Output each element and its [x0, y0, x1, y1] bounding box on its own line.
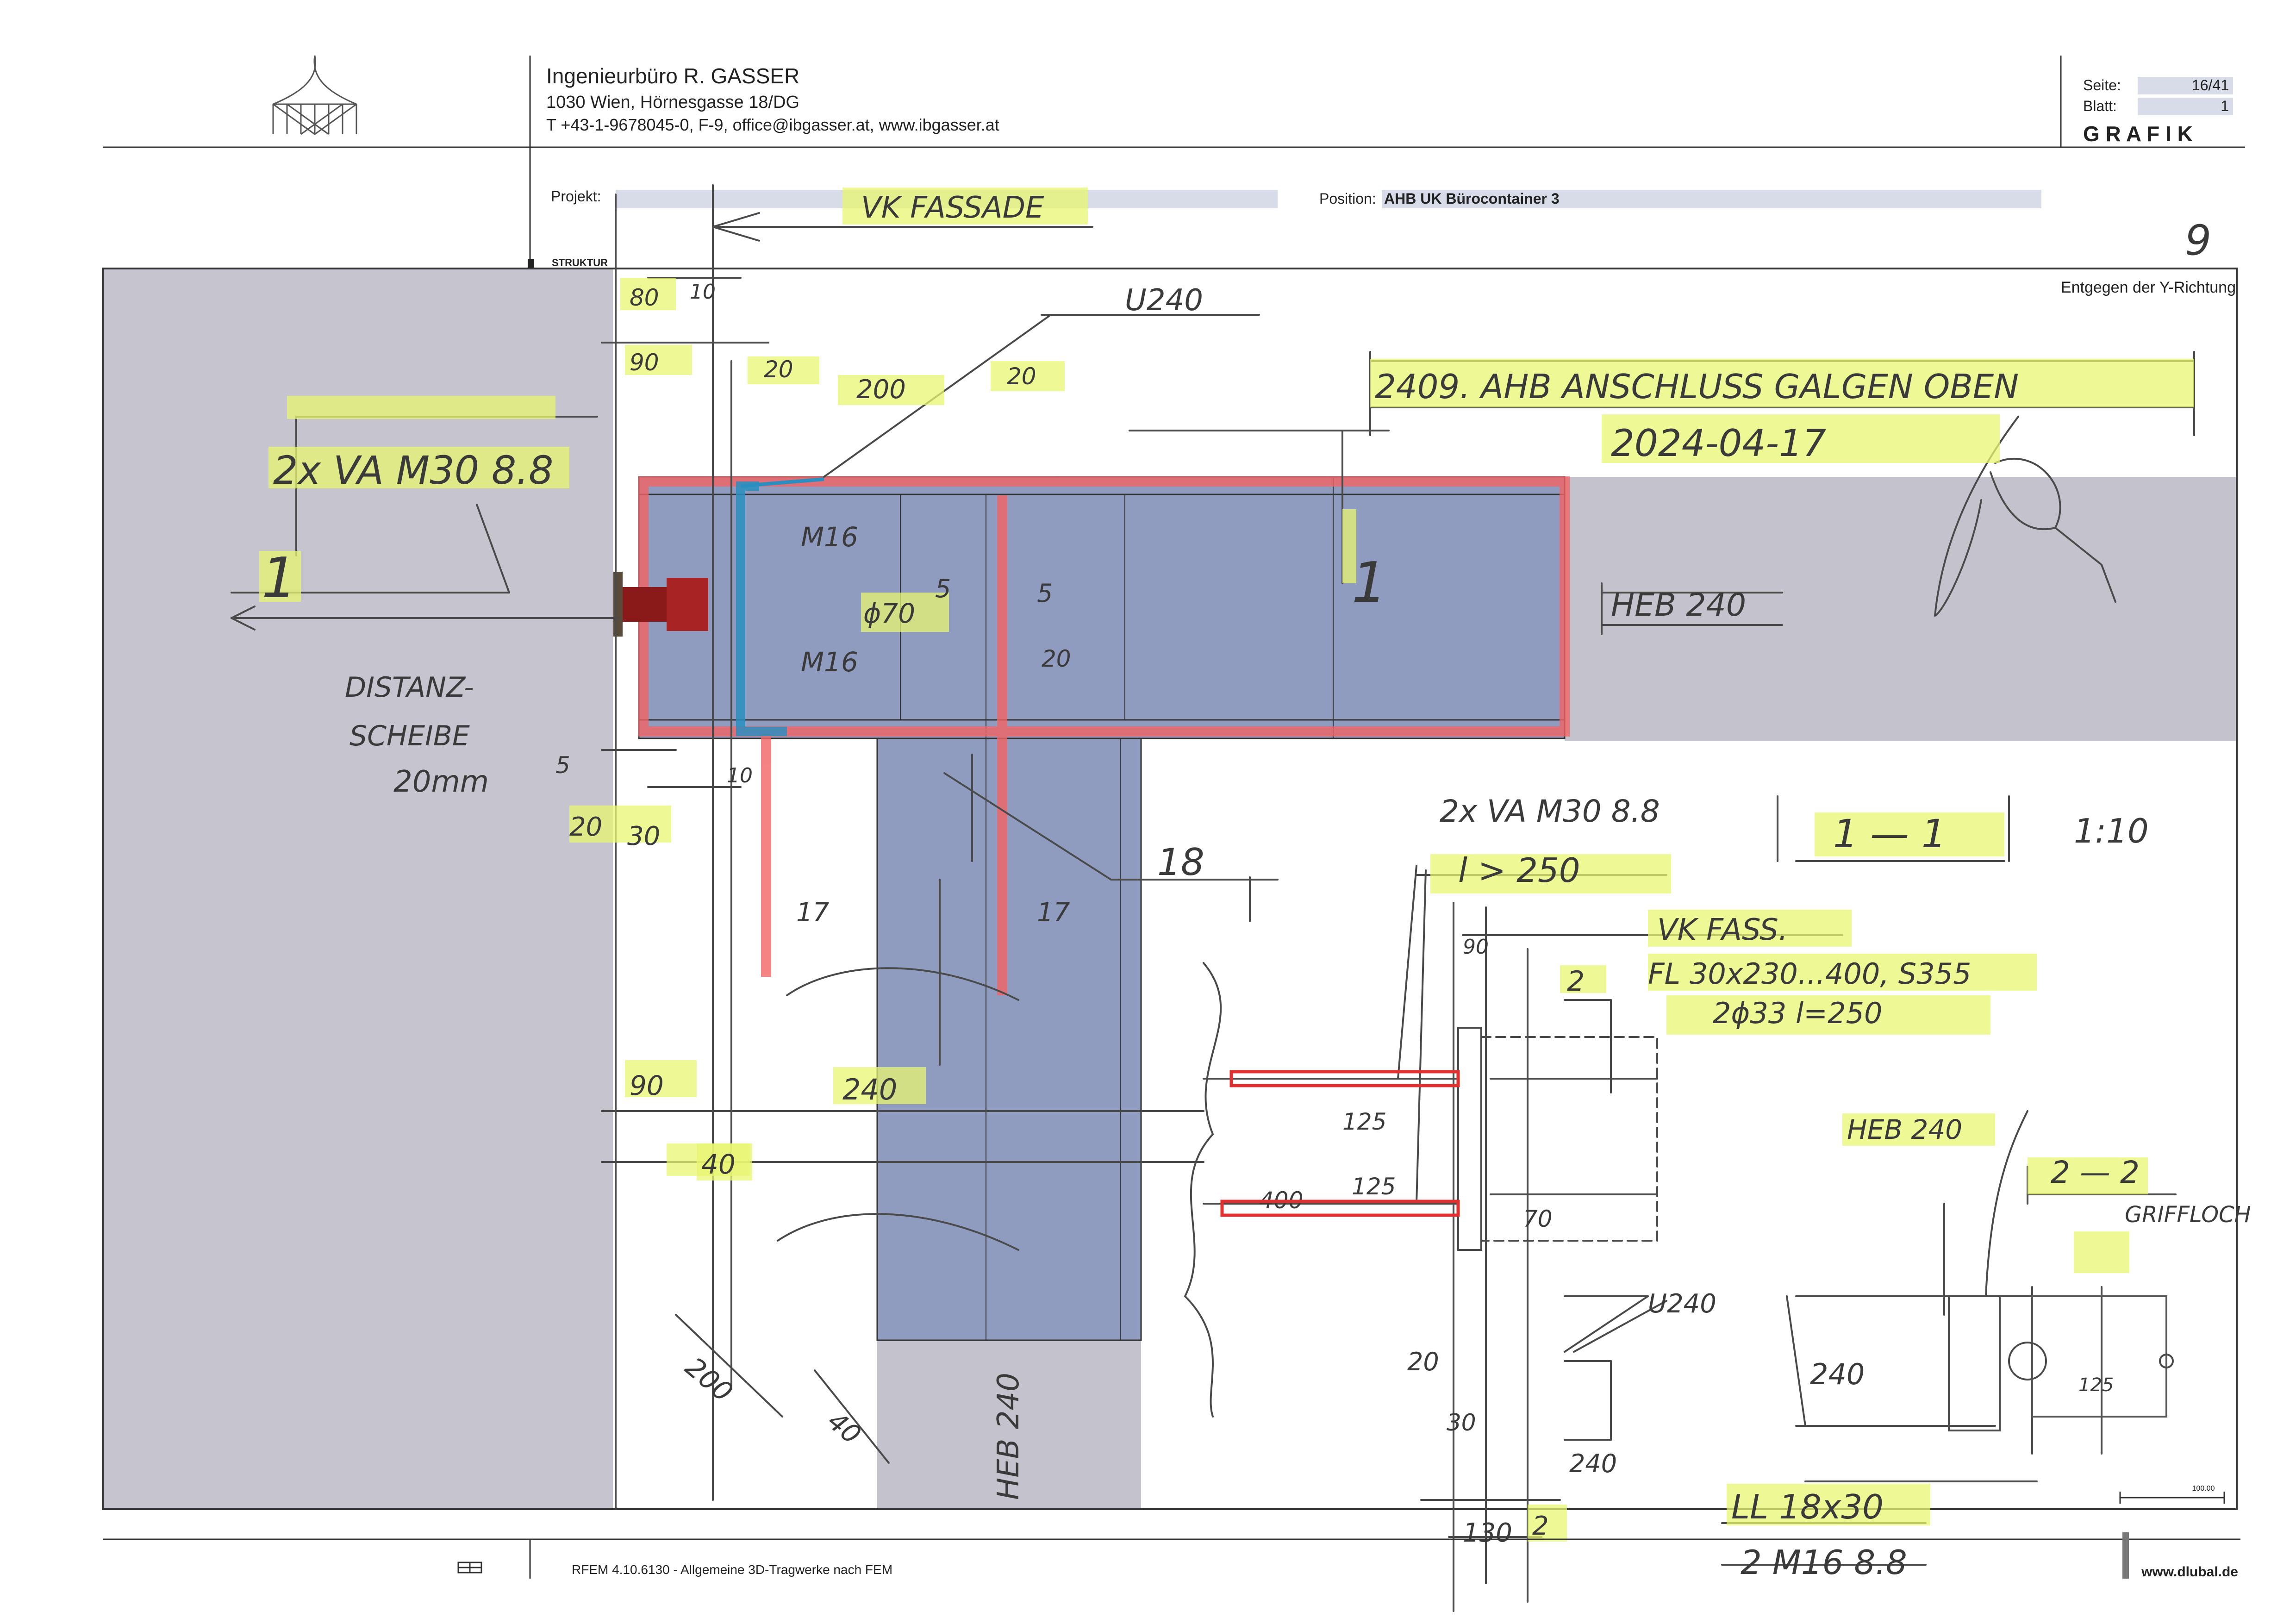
struktur-label: STRUKTUR: [552, 257, 608, 269]
note-bolts-main: 2x VA M30 8.8: [273, 448, 553, 493]
handwritten-annotations: VK FASSADE U240 2409. AHB ANSCHLUSS GALG…: [262, 191, 2251, 1582]
scale-bar-value: 100.00: [2192, 1485, 2215, 1493]
highlighter-marks: [259, 187, 2194, 1542]
position-label: Position:: [1319, 190, 1376, 207]
sheet-value: 1: [2221, 98, 2229, 114]
bolt-head: [667, 578, 708, 631]
note-plate: FL 30x230...400, S355: [1648, 957, 1971, 991]
dim-30: 30: [627, 821, 660, 851]
dim-240b: 240: [1810, 1357, 1865, 1391]
dim-125b: 125: [1352, 1173, 1396, 1200]
dim-90c: 90: [1463, 935, 1489, 959]
dim-17b: 17: [1037, 898, 1070, 928]
note-distanz: DISTANZ-: [345, 671, 474, 704]
header: Ingenieurbüro R. GASSER 1030 Wien, Hörne…: [103, 55, 2245, 296]
note-bolts-bottom: 2 M16 8.8: [1741, 1543, 1907, 1582]
dim-125c: 125: [2078, 1374, 2114, 1396]
rfem-logo-icon: [457, 1562, 482, 1574]
dim-20a: 20: [764, 356, 793, 383]
note-heb240-vertical: HEB 240: [992, 1373, 1026, 1500]
page-label: Seite:: [2083, 77, 2121, 94]
note-m16-b: M16: [801, 646, 858, 678]
sheet-label: Blatt:: [2083, 98, 2117, 114]
detail-bolts: [1220, 1070, 1460, 1217]
dim-80: 80: [630, 284, 659, 311]
note-title: 2409. AHB ANSCHLUSS GALGEN OBEN: [1375, 367, 2019, 406]
section-mark-1b: 1: [1352, 551, 1387, 615]
note-date: 2024-04-17: [1611, 422, 1826, 465]
note-plate2: LL 18x30: [1731, 1487, 1884, 1526]
company-logo: [272, 55, 357, 135]
note-bolts-detail: 2x VA M30 8.8: [1440, 793, 1660, 829]
dim-5a: 5: [935, 574, 951, 603]
note-section-2-2: 2 — 2: [2051, 1155, 2140, 1190]
heb240-column: [876, 737, 1142, 1341]
note-holes: 2ϕ33 l=250: [1713, 996, 1882, 1030]
dim-240: 240: [842, 1073, 897, 1106]
dim-125a: 125: [1342, 1108, 1386, 1135]
dim-20c: 20: [1042, 645, 1071, 672]
note-scale: 1:10: [2074, 812, 2149, 850]
dim-20e: 20: [1407, 1347, 1439, 1376]
note-griffloch: GRIFFLOCH: [2125, 1202, 2251, 1228]
footer-website: www.dlubal.de: [2141, 1564, 2238, 1580]
column-extension-bottom: [877, 1340, 1141, 1508]
mark-2a: 2: [1567, 965, 1585, 998]
dim-10b: 10: [727, 764, 753, 787]
note-section-1-1: 1 — 1: [1833, 811, 1946, 856]
section-title: G R A F I K: [2083, 122, 2193, 146]
company-address: 1030 Wien, Hörnesgasse 18/DG: [546, 93, 799, 112]
company-contact: T +43-1-9678045-0, F-9, office@ibgasser.…: [546, 115, 999, 134]
note-u240-bottom: U240: [1648, 1289, 1716, 1319]
dim-240c: 240: [1569, 1449, 1617, 1478]
handwritten-page-number: 9: [2185, 216, 2211, 265]
beam-extension-right: [1565, 477, 2236, 741]
note-heb240-right: HEB 240: [1611, 587, 1746, 624]
note-scheibe: SCHEIBE: [349, 720, 470, 752]
dim-20b: 20: [1007, 363, 1036, 390]
view-direction: Entgegen der Y-Richtung: [2061, 279, 2236, 296]
footer: RFEM 4.10.6130 - Allgemeine 3D-Tragwerke…: [103, 1532, 2240, 1580]
note-20mm: 20mm: [393, 765, 489, 799]
dim-40: 40: [701, 1149, 736, 1180]
note-m16-a: M16: [801, 521, 858, 553]
mark-2b: 2: [1532, 1511, 1549, 1541]
company-name: Ingenieurbüro R. GASSER: [546, 64, 799, 88]
note-weld-18: 18: [1157, 841, 1204, 884]
dim-5c: 5: [555, 752, 570, 779]
dim-200: 200: [856, 375, 906, 405]
dim-20d: 20: [569, 812, 602, 842]
dim-70: 70: [1523, 1206, 1553, 1232]
heb240-beam: [638, 476, 1566, 739]
note-u240-top: U240: [1125, 283, 1203, 318]
section-mark-1a: 1: [262, 546, 297, 611]
note-length-250: l > 250: [1458, 851, 1580, 890]
dim-30b: 30: [1447, 1409, 1476, 1436]
dim-130: 130: [1463, 1518, 1512, 1548]
dim-200b: 200: [680, 1351, 739, 1408]
position-value: AHB UK Bürocontainer 3: [1384, 190, 1560, 207]
page-value: 16/41: [2192, 77, 2229, 94]
note-uk-fassade: VK FASSADE: [861, 191, 1044, 225]
note-heb240-detail: HEB 240: [1847, 1114, 1962, 1145]
pencil-sketch-lines: [231, 184, 2195, 1612]
scale-bar: 100.00: [2119, 1485, 2225, 1504]
dim-40b: 40: [822, 1406, 866, 1450]
dim-10: 10: [690, 280, 716, 304]
note-phi70: ϕ70: [863, 598, 915, 629]
project-label: Projekt:: [551, 188, 601, 205]
note-uk-fass: VK FASS.: [1657, 913, 1788, 947]
footer-software: RFEM 4.10.6130 - Allgemeine 3D-Tragwerke…: [572, 1562, 892, 1577]
dim-90: 90: [630, 349, 659, 376]
dim-5b: 5: [1037, 579, 1053, 608]
dim-90b: 90: [630, 1070, 664, 1101]
dim-17a: 17: [796, 898, 830, 928]
